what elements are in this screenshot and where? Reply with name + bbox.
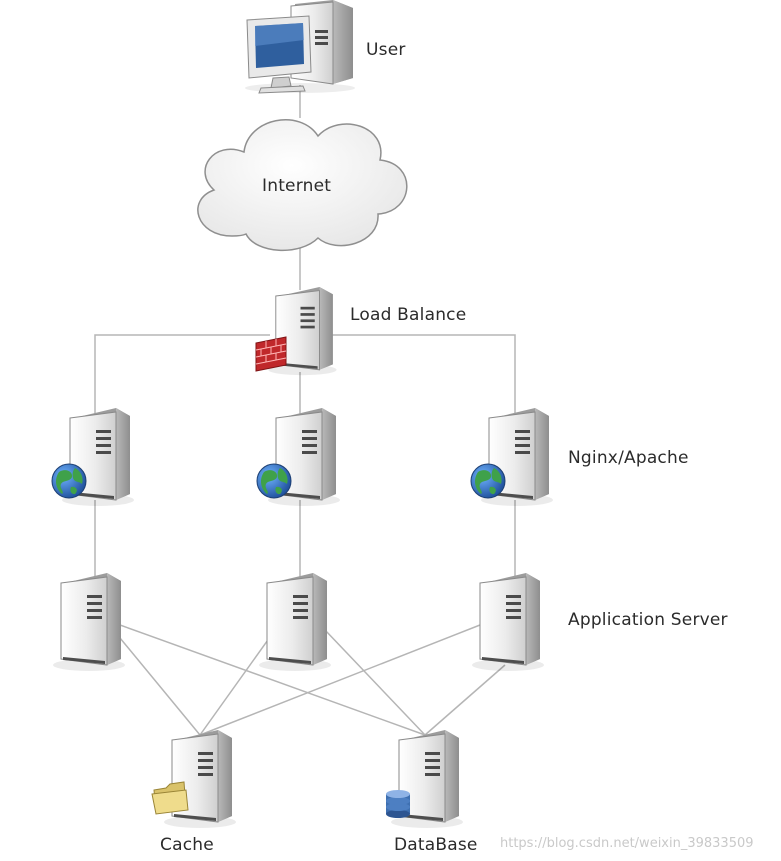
connector-app2-cache <box>199 629 276 736</box>
load-balance-label: Load Balance <box>350 305 467 325</box>
connector-loadbalance-right <box>330 334 516 420</box>
cache-label: Cache <box>160 835 214 855</box>
user-computer-icon <box>245 0 355 94</box>
globe-icon <box>256 463 292 499</box>
connector-app3-db <box>424 664 506 736</box>
watermark: https://blog.csdn.net/weixin_39833509 <box>500 836 754 851</box>
user-label: User <box>366 40 406 60</box>
connector-app1-cache <box>119 637 201 736</box>
globe-icon <box>470 463 506 499</box>
database-label: DataBase <box>394 835 478 855</box>
connector-app3-cache <box>199 624 481 736</box>
application-server-icon <box>52 572 126 672</box>
internet-label: Internet <box>262 176 332 196</box>
connector-app2-db <box>324 629 426 736</box>
firewall-icon <box>255 336 287 372</box>
app-tier-label: Application Server <box>568 610 728 630</box>
folder-icon <box>151 781 189 815</box>
application-server-icon <box>258 572 332 672</box>
web-tier-label: Nginx/Apache <box>568 448 689 468</box>
database-icon <box>386 790 410 818</box>
cache-server-icon <box>163 729 237 829</box>
connector-loadbalance-left <box>94 334 270 420</box>
globe-icon <box>51 463 87 499</box>
connector-app1-db <box>119 624 426 736</box>
application-server-icon <box>471 572 545 672</box>
connectors <box>94 85 516 736</box>
internet-cloud-icon <box>197 119 408 251</box>
